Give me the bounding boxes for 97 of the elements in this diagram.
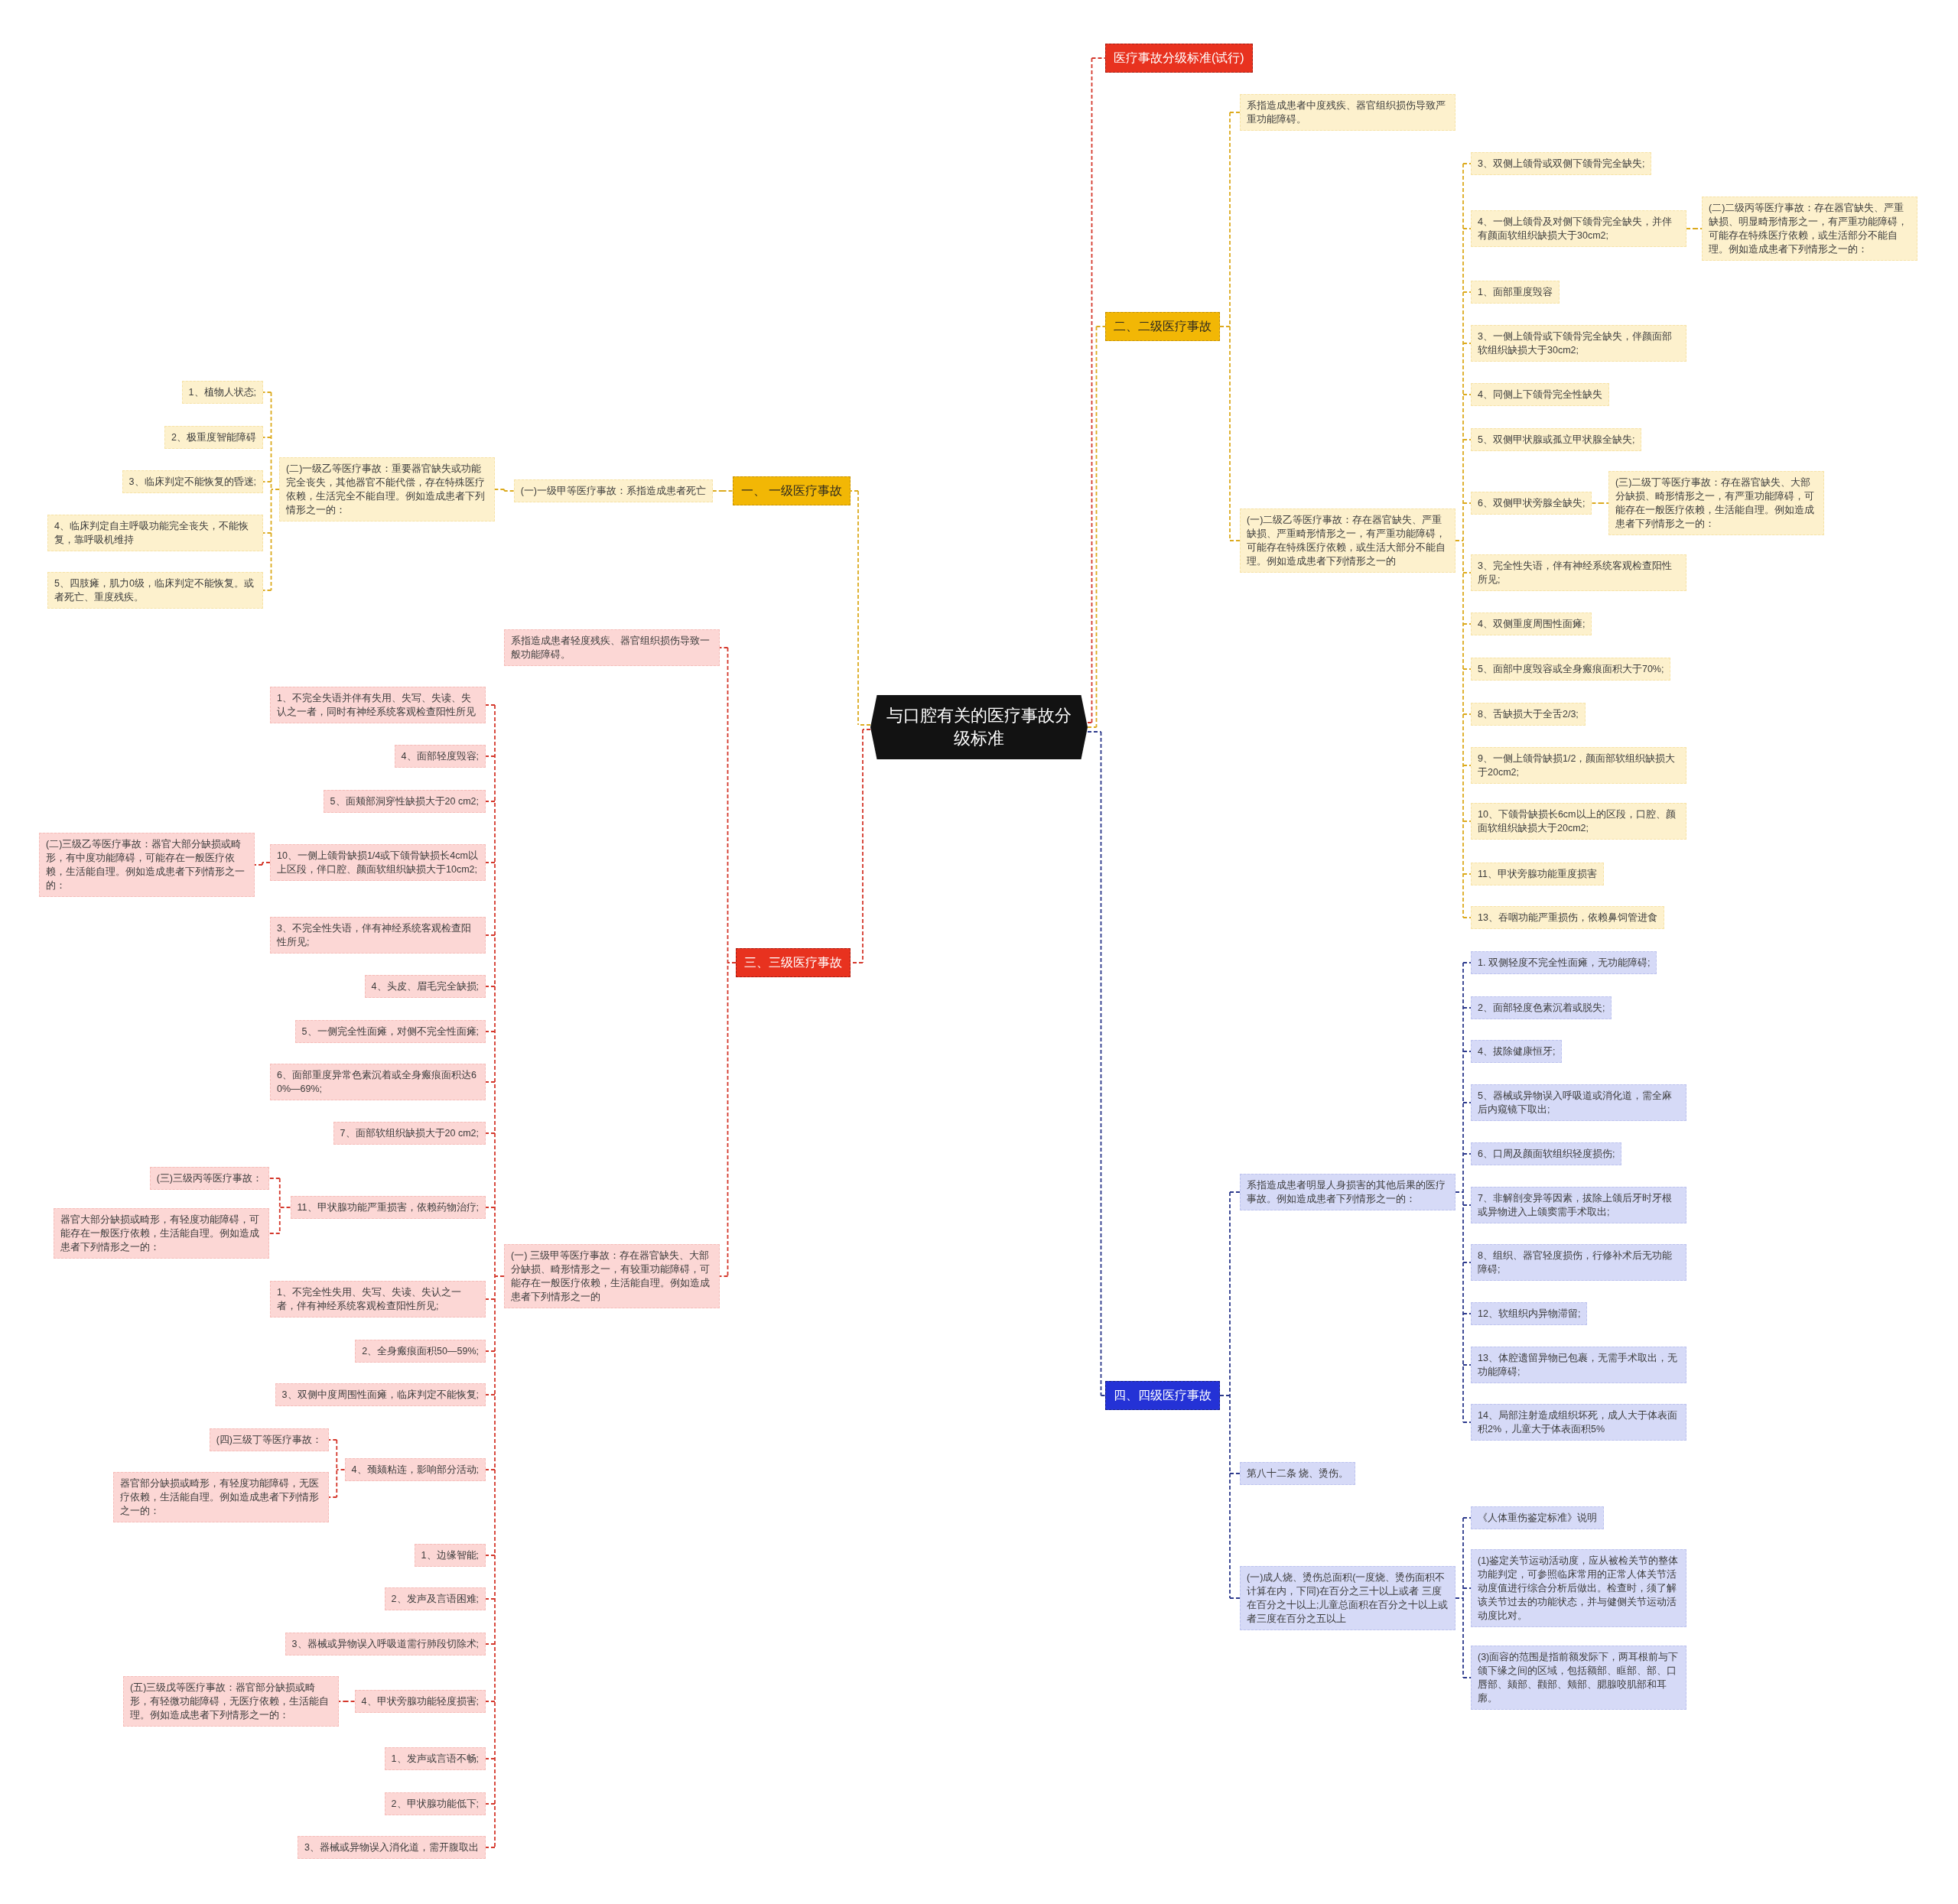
subtopic-card: (二)三级乙等医疗事故：器官大部分缺损或畸形，有中度功能障碍，可能存在一般医疗依赖，生活能自理。例如造成患者下列情形之一的： — [39, 833, 255, 897]
connector-line — [1455, 163, 1472, 918]
subtopic-card: 2、面部轻度色素沉着或脱失; — [1471, 996, 1612, 1019]
connector-line — [1087, 57, 1106, 723]
branch-topic: 三、三级医疗事故 — [736, 948, 851, 977]
subtopic-card: (二)一级乙等医疗事故：重要器官缺失或功能完全丧失，其他器官不能代偿，存在特殊医疗依赖，生活完全不能自理。例如造成患者下列情形之一的： — [279, 457, 495, 521]
subtopic-card: 4、颈颏粘连，影响部分活动; — [344, 1458, 486, 1481]
connector-line — [1087, 326, 1106, 728]
subtopic-card: 14、局部注射造成组织坏死，成人大于体表面积2%，儿童大于体表面积5% — [1471, 1404, 1686, 1441]
subtopic-card: 系指造成患者轻度残疾、器官组织损伤导致一般功能障碍。 — [504, 629, 720, 666]
subtopic-card: 11、甲状旁腺功能重度损害 — [1471, 863, 1604, 885]
connector-line — [338, 1701, 356, 1702]
subtopic-card: 4、双侧重度周围性面瘫; — [1471, 612, 1592, 635]
subtopic-card: 3、一侧上颌骨或下颌骨完全缺失，伴颜面部软组织缺损大于30cm2; — [1471, 325, 1686, 362]
subtopic-card: (四)三级丁等医疗事故： — [209, 1428, 329, 1451]
subtopic-card: 系指造成患者明显人身损害的其他后果的医疗事故。例如造成患者下列情形之一的： — [1240, 1174, 1455, 1210]
connector-line — [328, 1439, 346, 1498]
subtopic-card: 1、发声或言语不畅; — [384, 1747, 486, 1770]
subtopic-card: 3、完全性失语，伴有神经系统客观检查阳性所见; — [1471, 554, 1686, 591]
central-topic: 与口腔有关的医疗事故分级标准 — [870, 695, 1088, 759]
subtopic-card: (五)三级戊等医疗事故：器官部分缺损或畸形，有轻微功能障碍，无医疗依赖，生活能自理。例如造成患者下列情形之一的： — [123, 1676, 339, 1727]
connector-line — [1087, 731, 1106, 1396]
subtopic-card: 1、边缘智能; — [414, 1544, 486, 1567]
subtopic-card: 4、甲状旁腺功能轻度损害; — [354, 1690, 486, 1713]
subtopic-card: 5、器械或异物误入呼吸道或消化道，需全麻后内窥镜下取出; — [1471, 1084, 1686, 1121]
branch-topic: 医疗事故分级标准(试行) — [1105, 44, 1253, 73]
connector-line — [1455, 962, 1472, 1423]
subtopic-card: 2、极重度智能障碍 — [164, 426, 263, 449]
subtopic-card: 2、甲状腺功能低下; — [384, 1792, 486, 1815]
subtopic-card: 6、双侧甲状旁腺全缺失; — [1471, 492, 1592, 515]
subtopic-card: 9、一侧上颌骨缺损1/2，颜面部软组织缺损大于20cm2; — [1471, 747, 1686, 784]
subtopic-card: (三)三级丙等医疗事故： — [149, 1167, 269, 1190]
subtopic-card: 1. 双侧轻度不完全性面瘫，无功能障碍; — [1471, 951, 1657, 974]
subtopic-card: 3、临床判定不能恢复的昏迷; — [122, 470, 263, 493]
subtopic-card: 3、双侧上颌骨或双侧下颌骨完全缺失; — [1471, 152, 1652, 175]
subtopic-card: (一) 三级甲等医疗事故：存在器官缺失、大部分缺损、畸形情形之一，有较重功能障碍，可能存在一般医疗依赖，生活能自理。例如造成患者下列情形之一的 — [504, 1244, 720, 1308]
subtopic-card: 4、一侧上颌骨及对侧下颌骨完全缺失，并伴有颜面软组织缺损大于30cm2; — [1471, 210, 1686, 247]
connector-line — [1591, 502, 1609, 504]
connector-line — [262, 392, 280, 591]
subtopic-card: 5、一侧完全性面瘫，对侧不完全性面瘫; — [294, 1020, 486, 1043]
subtopic-card: 3、不完全性失语，伴有神经系统客观检查阳性所见; — [270, 917, 486, 954]
connector-line — [719, 647, 737, 1277]
subtopic-card: 4、头皮、眉毛完全缺损; — [364, 975, 486, 998]
subtopic-card: 系指造成患者中度残疾、器官组织损伤导致严重功能障碍。 — [1240, 94, 1455, 131]
branch-topic: 二、二级医疗事故 — [1105, 312, 1220, 341]
subtopic-card: 3、器械或异物误入消化道，需开腹取出 — [298, 1836, 486, 1859]
subtopic-card: 10、下颌骨缺损长6cm以上的区段，口腔、颜面软组织缺损大于20cm2; — [1471, 803, 1686, 840]
subtopic-card: 3、双侧中度周围性面瘫，临床判定不能恢复; — [275, 1383, 486, 1406]
subtopic-card: 《人体重伤鉴定标准》说明 — [1471, 1506, 1604, 1529]
subtopic-card: (二)二级丙等医疗事故：存在器官缺失、严重缺损、明显畸形情形之一，有严重功能障碍，可能存在特殊医疗依赖，或生活部分不能自理。例如造成患者下列情形之一的： — [1702, 197, 1917, 261]
connector-line — [850, 490, 871, 726]
branch-topic: 四、四级医疗事故 — [1105, 1381, 1220, 1410]
subtopic-card: 器官大部分缺损或畸形，有轻度功能障碍，可能存在一般医疗依赖，生活能自理。例如造成患者下列情形之一的： — [54, 1208, 269, 1259]
subtopic-card: 3、器械或异物误入呼吸道需行肺段切除术; — [285, 1633, 486, 1655]
subtopic-card: (三)二级丁等医疗事故：存在器官缺失、大部分缺损、畸形情形之一，有严重功能障碍，可能存在一般医疗依赖，生活能自理。例如造成患者下列情形之一的： — [1608, 471, 1824, 535]
subtopic-card: 1、不完全性失用、失写、失读、失认之一者，伴有神经系统客观检查阳性所见; — [270, 1281, 486, 1318]
subtopic-card: (3)面容的范围是指前额发际下，两耳根前与下颌下缘之间的区域，包括额部、眶部、部、口唇部、颏部、颧部、颊部、腮腺咬肌部和耳廓。 — [1471, 1646, 1686, 1710]
subtopic-card: 4、临床判定自主呼吸功能完全丧失，不能恢复，靠呼吸机维持 — [47, 515, 263, 551]
connector-line — [254, 862, 271, 866]
subtopic-card: 2、发声及言语困难; — [384, 1587, 486, 1610]
subtopic-card: (1)鉴定关节运动活动度，应从被检关节的整体功能判定，可参照临床常用的正常人体关节活动度值进行综合分析后做出。检查时，须了解该关节过去的功能状态，并与健侧关节运动活动度比对。 — [1471, 1549, 1686, 1627]
connector-line — [494, 489, 515, 492]
subtopic-card: 13、体腔遗留异物已包裹，无需手术取出，无功能障碍; — [1471, 1347, 1686, 1383]
subtopic-card: 7、面部软组织缺损大于20 cm2; — [333, 1122, 486, 1145]
subtopic-card: 11、甲状腺功能严重损害，依赖药物治疗; — [290, 1196, 486, 1219]
subtopic-card: 器官部分缺损或畸形，有轻度功能障碍，无医疗依赖，生活能自理。例如造成患者下列情形之一的： — [113, 1472, 329, 1522]
subtopic-card: 1、植物人状态; — [181, 381, 263, 404]
connector-line — [1686, 228, 1703, 229]
connector-line — [1219, 1191, 1241, 1599]
subtopic-card: 5、面颊部洞穿性缺损大于20 cm2; — [323, 790, 486, 813]
subtopic-card: 5、面部中度毁容或全身瘢痕面积大于70%; — [1471, 658, 1671, 681]
branch-topic: 一、 一级医疗事故 — [732, 476, 851, 505]
subtopic-card: 6、口周及颜面软组织轻度损伤; — [1471, 1142, 1622, 1165]
connector-line — [268, 1178, 291, 1234]
subtopic-card: 第八十二条 烧、烫伤。 — [1240, 1462, 1356, 1485]
subtopic-card: 6、面部重度异常色素沉着或全身瘢痕面积达60%—69%; — [270, 1064, 486, 1100]
subtopic-card: 5、四肢瘫，肌力0级，临床判定不能恢复。或者死亡、重度残疾。 — [47, 572, 263, 609]
connector-line — [712, 490, 733, 492]
subtopic-card: 4、拔除健康恒牙; — [1471, 1040, 1563, 1063]
connector-line — [485, 704, 505, 1848]
subtopic-card: 5、双侧甲状腺或孤立甲状腺全缺失; — [1471, 428, 1642, 451]
subtopic-card: (一)成人烧、烫伤总面积(一度烧、烫伤面积不计算在内，下同)在百分之三十以上或者 三度在百分之十以上;儿童总面积在百分之十以上或者三度在百分之五以上 — [1240, 1566, 1455, 1630]
subtopic-card: 13、吞咽功能严重损伤，依赖鼻饲管进食 — [1471, 906, 1664, 929]
subtopic-card: 1、不完全失语并伴有失用、失写、失读、失认之一者，同时有神经系统客观检查阳性所见 — [270, 687, 486, 723]
connector-line — [1219, 112, 1241, 541]
subtopic-card: 8、舌缺损大于全舌2/3; — [1471, 703, 1586, 726]
subtopic-card: 4、同侧上下颌骨完全性缺失 — [1471, 383, 1609, 406]
subtopic-card: (一)二级乙等医疗事故：存在器官缺失、严重缺损、严重畸形情形之一，有严重功能障碍，可能存在特殊医疗依赖，或生活大部分不能自理。例如造成患者下列情形之一的 — [1240, 508, 1455, 573]
subtopic-card: 2、全身瘢痕面积50—59%; — [355, 1340, 486, 1363]
subtopic-card: 7、非解剖变异等因素，拔除上颌后牙时牙根或异物进入上颌窦需手术取出; — [1471, 1187, 1686, 1223]
subtopic-card: 8、组织、器官轻度损伤，行修补术后无功能障碍; — [1471, 1244, 1686, 1281]
connector-line — [1455, 1517, 1472, 1678]
subtopic-card: 12、软组织内异物滞留; — [1471, 1302, 1588, 1325]
subtopic-card: 4、面部轻度毁容; — [394, 745, 486, 768]
subtopic-card: 1、面部重度毁容 — [1471, 281, 1560, 304]
subtopic-card: (一)一级甲等医疗事故：系指造成患者死亡 — [513, 479, 713, 502]
subtopic-card: 10、一侧上颌骨缺损1/4或下颌骨缺损长4cm以上区段，伴口腔、颜面软组织缺损大于10cm2; — [270, 844, 486, 881]
